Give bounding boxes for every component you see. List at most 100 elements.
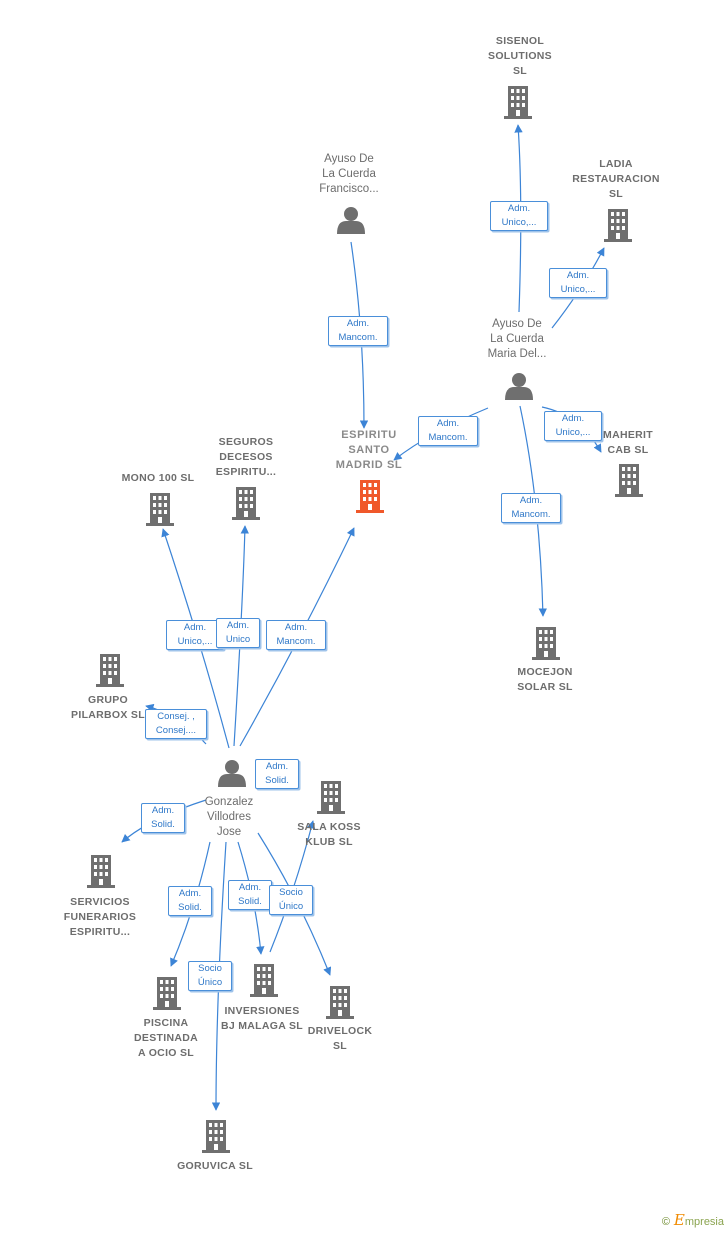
edge-label-e9[interactable]: Adm.Mancom.: [266, 620, 326, 650]
espiritu-santo-building-icon[interactable]: [356, 480, 384, 513]
edge-label-line: Solid.: [238, 896, 262, 907]
edge-label-e5[interactable]: Adm.Unico,...: [544, 411, 602, 441]
node-label-sisenol[interactable]: SISENOL SOLUTIONS SL: [488, 34, 552, 79]
label-line: SL: [608, 188, 624, 200]
goruvica-building-icon[interactable]: [202, 1120, 230, 1153]
edge-label-line: Adm.: [284, 622, 308, 633]
label-line: ESPIRITU...: [215, 466, 277, 478]
edge-label-line: Adm.: [561, 413, 585, 424]
edge-label-line: Unico,...: [177, 636, 213, 647]
servicios-building-icon[interactable]: [87, 855, 115, 888]
edge-label-line: Solid.: [265, 775, 289, 786]
label-line: SL: [512, 65, 528, 77]
node-label-mocejon[interactable]: MOCEJON SOLAR SL: [517, 665, 572, 695]
brand-name: mpresia: [684, 1216, 724, 1228]
inversiones-building-icon[interactable]: [250, 964, 278, 997]
edge-label-line: Adm.: [151, 805, 175, 816]
edge-label-e7[interactable]: Adm. Unico,...: [166, 620, 224, 650]
edge-label-e11[interactable]: Adm. Solid.: [255, 759, 299, 789]
mono100-building-icon[interactable]: [146, 493, 174, 526]
piscina-building-icon[interactable]: [153, 977, 181, 1010]
label-line: Villodres: [207, 811, 251, 823]
edge-label-line: Adm.: [507, 203, 531, 214]
label-line: SISENOL: [495, 35, 545, 47]
ayuso-francisco-person-icon[interactable]: [337, 207, 365, 234]
label-line: GORUVICA SL: [177, 1160, 253, 1172]
maherit-building-icon[interactable]: [615, 464, 643, 497]
edge-label-line: Adm.: [346, 318, 370, 329]
label-line: RESTAURACION: [572, 173, 660, 185]
label-line: DESTINADA: [134, 1032, 198, 1044]
label-line: Jose: [216, 826, 242, 838]
label-line: SERVICIOS: [70, 896, 130, 908]
mocejon-building-icon[interactable]: [532, 627, 560, 660]
label-line: FUNERARIOS: [63, 911, 137, 923]
copyright-icon: ©: [661, 1216, 670, 1228]
label-line: CAB SL: [607, 444, 649, 456]
edge-label-e12[interactable]: Adm.Solid.: [141, 803, 185, 833]
label-line: PISCINA: [143, 1017, 189, 1029]
edge-label-line: Adm.: [226, 620, 250, 631]
edge-label-e8[interactable]: Adm.Unico: [216, 618, 260, 648]
edge-label-line: Adm.: [183, 622, 207, 633]
label-line: MOCEJON: [517, 666, 573, 678]
edge-label-line: Consej. ,: [157, 711, 195, 722]
label-line: KLUB SL: [305, 836, 353, 848]
edge-label-line: Unico,...: [560, 284, 596, 295]
edge-label-line: Adm.: [265, 761, 289, 772]
edge-label-e1[interactable]: Adm.Mancom.: [328, 316, 388, 346]
edge-label-line: Adm.: [436, 418, 460, 429]
node-label-piscina[interactable]: PISCINA DESTINADA A OCIO SL: [134, 1016, 198, 1061]
sisenol-building-icon[interactable]: [504, 86, 532, 119]
label-line: Maria Del...: [487, 348, 547, 360]
edge-label-line: Socio: [279, 887, 303, 898]
label-line: La Cuerda: [490, 333, 544, 345]
edge-label-line: Solid.: [178, 902, 202, 913]
edge-label-e3[interactable]: Adm. Unico,...: [549, 268, 607, 298]
edge-label-line: Adm.: [178, 888, 202, 899]
edge-label-e6[interactable]: Adm.Mancom.: [501, 493, 561, 523]
label-line: GRUPO: [87, 694, 129, 706]
sala-koss-building-icon[interactable]: [317, 781, 345, 814]
edge-label-line: Único: [197, 977, 223, 988]
edge-label-e14[interactable]: Adm.Solid.: [228, 880, 272, 910]
label-line: SOLUTIONS: [488, 50, 552, 62]
label-line: Gonzalez: [204, 796, 254, 808]
label-line: SANTO: [348, 444, 390, 456]
edge-label-line: Único: [278, 901, 304, 912]
edge-label-e10[interactable]: Consej. ,Consej....: [145, 709, 207, 739]
gonzalez-person-icon[interactable]: [218, 760, 246, 787]
label-line: Ayuso De: [492, 318, 542, 330]
node-label-maherit[interactable]: MAHERIT CAB SL: [603, 428, 653, 458]
footer-brand[interactable]: ©Empresia: [662, 1211, 724, 1229]
seguros-building-icon[interactable]: [232, 487, 260, 520]
ayuso-maria-person-icon[interactable]: [505, 373, 533, 400]
label-line: A OCIO SL: [138, 1047, 194, 1059]
edge-label-e2[interactable]: Adm.Unico,...: [490, 201, 548, 231]
label-line: DRIVELOCK: [307, 1025, 373, 1037]
drivelock-building-icon[interactable]: [326, 986, 354, 1019]
node-label-goruvica[interactable]: GORUVICA SL: [177, 1159, 253, 1174]
edge-label-line: Adm.: [566, 270, 590, 281]
edge-label-line: Mancom.: [428, 432, 468, 443]
label-line: SOLAR SL: [517, 681, 573, 693]
edge-label-e13[interactable]: Adm. Solid.: [168, 886, 212, 916]
edge-label-e4[interactable]: Adm. Mancom.: [418, 416, 478, 446]
ladia-building-icon[interactable]: [604, 209, 632, 242]
grupo-pilarbox-building-icon[interactable]: [96, 654, 124, 687]
node-label-mono100[interactable]: MONO 100 SL: [122, 471, 195, 486]
label-line: MAHERIT: [603, 429, 653, 441]
